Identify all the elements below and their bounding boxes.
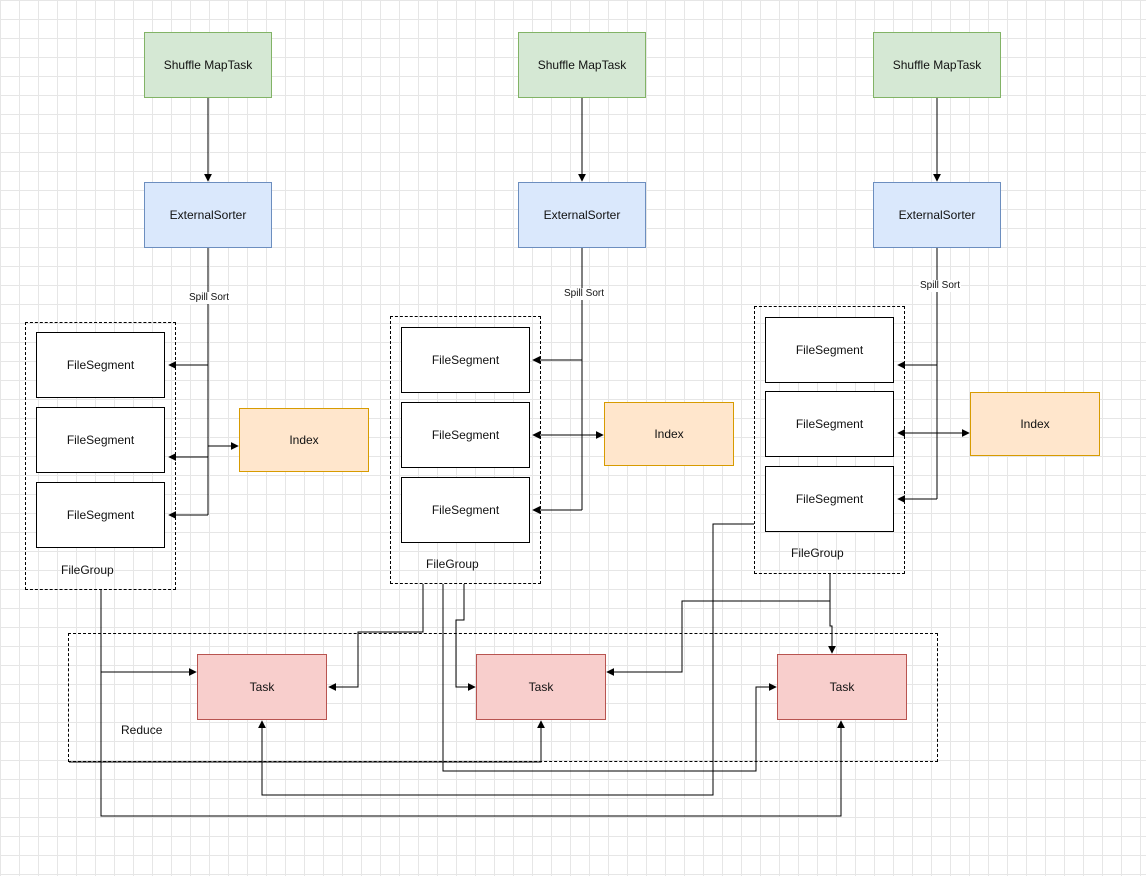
edge-cross-to-task2 <box>69 720 545 763</box>
edge-group3-to-task2 <box>606 600 830 676</box>
reduce-task-1-label: Task <box>249 680 275 694</box>
map-task-3-label: Shuffle MapTask <box>892 58 982 72</box>
file-segment-3-1[interactable]: FileSegment <box>765 317 894 383</box>
file-group-3[interactable] <box>754 306 905 574</box>
file-segment-2-3[interactable]: FileSegment <box>401 477 530 543</box>
index-3-label: Index <box>1020 417 1050 431</box>
index-2[interactable]: Index <box>604 402 734 466</box>
external-sorter-3-label: ExternalSorter <box>898 208 976 222</box>
file-segment-1-3[interactable]: FileSegment <box>36 482 165 548</box>
external-sorter-2-label: ExternalSorter <box>543 208 621 222</box>
map-task-2-label: Shuffle MapTask <box>537 58 627 72</box>
index-1-label: Index <box>289 433 319 447</box>
file-segment-1-2-label: FileSegment <box>66 433 135 447</box>
file-group-3-label: FileGroup <box>791 546 844 560</box>
file-group-2-label: FileGroup <box>426 557 479 571</box>
file-segment-1-2[interactable]: FileSegment <box>36 407 165 473</box>
reduce-group[interactable] <box>68 633 938 762</box>
spill-sort-label-1: Spill Sort <box>187 292 231 304</box>
reduce-task-2[interactable]: Task <box>476 654 606 720</box>
file-segment-2-3-label: FileSegment <box>431 503 500 517</box>
file-group-1-label: FileGroup <box>61 563 114 577</box>
file-segment-3-3[interactable]: FileSegment <box>765 466 894 532</box>
external-sorter-2[interactable]: ExternalSorter <box>518 182 646 248</box>
reduce-task-2-label: Task <box>528 680 554 694</box>
reduce-task-3[interactable]: Task <box>777 654 907 720</box>
file-segment-2-1[interactable]: FileSegment <box>401 327 530 393</box>
file-group-2[interactable] <box>390 316 541 584</box>
edge-seg3-to-task1 <box>258 523 754 796</box>
edge-group2-to-task1 <box>328 584 424 691</box>
index-1[interactable]: Index <box>239 408 369 472</box>
file-segment-2-1-label: FileSegment <box>431 353 500 367</box>
edge-group3-to-task3 <box>828 574 836 654</box>
file-segment-3-1-label: FileSegment <box>795 343 864 357</box>
file-segment-3-2-label: FileSegment <box>795 417 864 431</box>
edge-group1-to-task3 <box>100 672 845 817</box>
reduce-task-3-label: Task <box>829 680 855 694</box>
edge-group2-to-task3 <box>442 584 777 772</box>
reduce-task-1[interactable]: Task <box>197 654 327 720</box>
map-task-1[interactable]: Shuffle MapTask <box>144 32 272 98</box>
spill-sort-label-2: Spill Sort <box>562 288 606 300</box>
map-task-1-label: Shuffle MapTask <box>163 58 253 72</box>
file-segment-1-1-label: FileSegment <box>66 358 135 372</box>
file-segment-1-1[interactable]: FileSegment <box>36 332 165 398</box>
file-group-1[interactable] <box>25 322 176 590</box>
map-task-2[interactable]: Shuffle MapTask <box>518 32 646 98</box>
map-task-3[interactable]: Shuffle MapTask <box>873 32 1001 98</box>
file-segment-3-3-label: FileSegment <box>795 492 864 506</box>
external-sorter-1[interactable]: ExternalSorter <box>144 182 272 248</box>
index-3[interactable]: Index <box>970 392 1100 456</box>
file-segment-3-2[interactable]: FileSegment <box>765 391 894 457</box>
reduce-label: Reduce <box>121 723 163 737</box>
index-2-label: Index <box>654 427 684 441</box>
edge-group2-to-task2 <box>455 584 476 691</box>
external-sorter-3[interactable]: ExternalSorter <box>873 182 1001 248</box>
file-segment-2-2-label: FileSegment <box>431 428 500 442</box>
file-segment-1-3-label: FileSegment <box>66 508 135 522</box>
file-segment-2-2[interactable]: FileSegment <box>401 402 530 468</box>
spill-sort-label-3: Spill Sort <box>918 280 962 292</box>
external-sorter-1-label: ExternalSorter <box>169 208 247 222</box>
